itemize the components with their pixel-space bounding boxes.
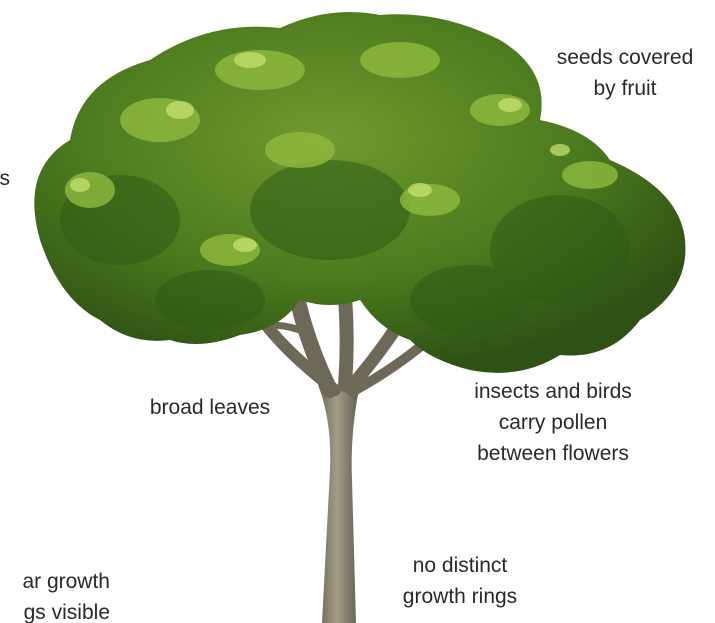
label-line: carry pollen	[448, 407, 658, 438]
label-line: growth rings	[380, 581, 540, 612]
label-line: gs visible	[0, 597, 110, 623]
label-no-distinct-growth-rings: no distinct growth rings	[380, 550, 540, 612]
label-seeds-covered-by-fruit: seeds covered by fruit	[540, 42, 710, 104]
label-line: s	[0, 163, 10, 194]
label-insects-and-birds: insects and birds carry pollen between f…	[448, 376, 658, 469]
label-line: broad leaves	[130, 392, 290, 423]
label-line: by fruit	[540, 73, 710, 104]
label-line: seeds covered	[540, 42, 710, 73]
label-broad-leaves: broad leaves	[130, 392, 290, 423]
trunk	[318, 385, 360, 623]
label-line: no distinct	[380, 550, 540, 581]
label-line: between flowers	[448, 438, 658, 469]
label-annual-growth-rings-cut: ar growth gs visible	[0, 566, 110, 623]
label-line: insects and birds	[448, 376, 658, 407]
label-line: ar growth	[0, 566, 110, 597]
label-cut-left: s	[0, 163, 10, 194]
